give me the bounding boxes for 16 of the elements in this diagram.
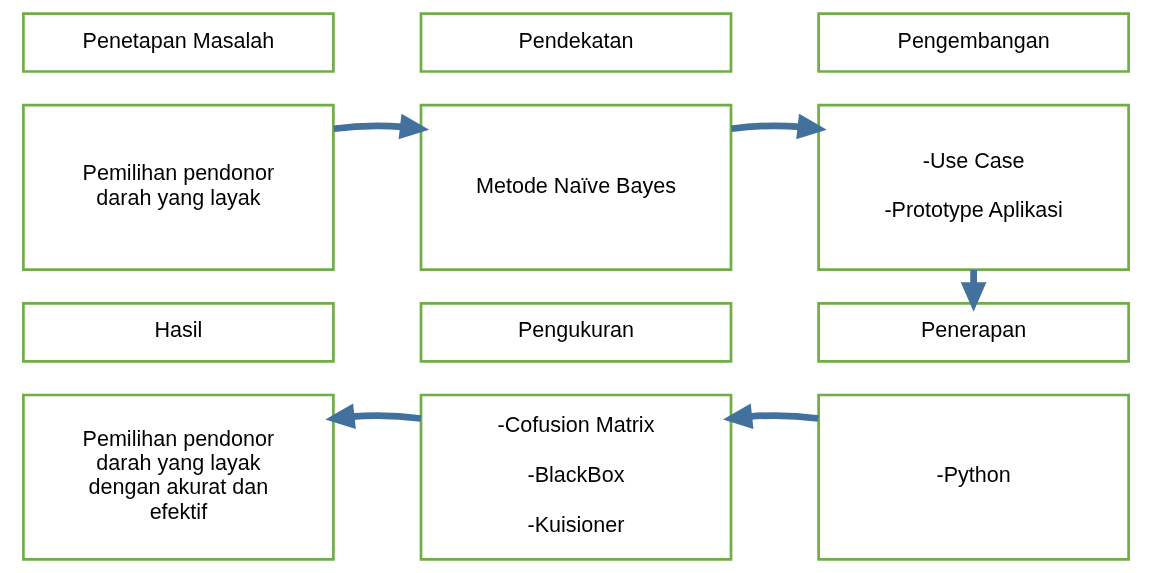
node-box: Pengembangan <box>817 12 1130 73</box>
node-box: -Use Case -Prototype Aplikasi <box>817 103 1130 271</box>
node-box: Metode Naïve Bayes <box>419 103 733 271</box>
arrow <box>722 403 819 429</box>
node-box: Pemilihan pendonor darah yang layak dengan akurat dan efektif <box>22 393 335 561</box>
node-box: Hasil <box>22 302 335 363</box>
node-box: Penetapan Masalah <box>22 12 335 73</box>
node-box: Pemilihan pendonor darah yang layak <box>22 103 335 271</box>
arrow <box>730 113 827 140</box>
arrow <box>325 403 422 429</box>
node-box: Penerapan <box>817 302 1130 363</box>
node-box: Pendekatan <box>419 12 733 73</box>
node-box: -Python <box>817 393 1130 561</box>
arrow <box>333 113 430 140</box>
node-box: -Cofusion Matrix -BlackBox -Kuisioner <box>419 393 733 561</box>
node-box: Pengukuran <box>419 302 733 363</box>
